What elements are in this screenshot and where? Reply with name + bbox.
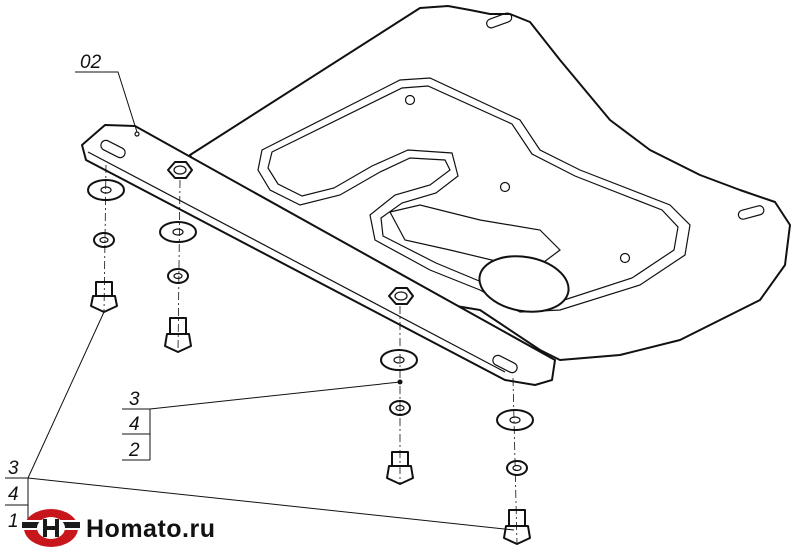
assembly-axes [103,164,518,545]
callout-a-3: 2 [128,440,140,461]
leader-lines [5,71,515,532]
callout-b-3: 1 [8,511,19,532]
part-label-02: 02 [80,52,102,73]
hardware-stack-1 [87,179,125,313]
nut-right [388,287,414,305]
nut-left [167,161,193,179]
skid-plate [189,5,791,361]
logo-text: Homato.ru [86,515,216,543]
hardware-stack-3 [380,349,418,485]
callout-a-2: 4 [129,414,140,435]
callout-a-1: 3 [129,389,140,410]
hardware-stack-2 [159,221,197,353]
callout-b-2: 4 [8,484,19,505]
logo-emblem-icon [18,509,84,547]
hardware-stack-4 [496,409,534,545]
site-logo: Homato.ru [18,509,216,547]
callout-b-1: 3 [8,458,19,479]
mounting-bracket [81,124,556,386]
